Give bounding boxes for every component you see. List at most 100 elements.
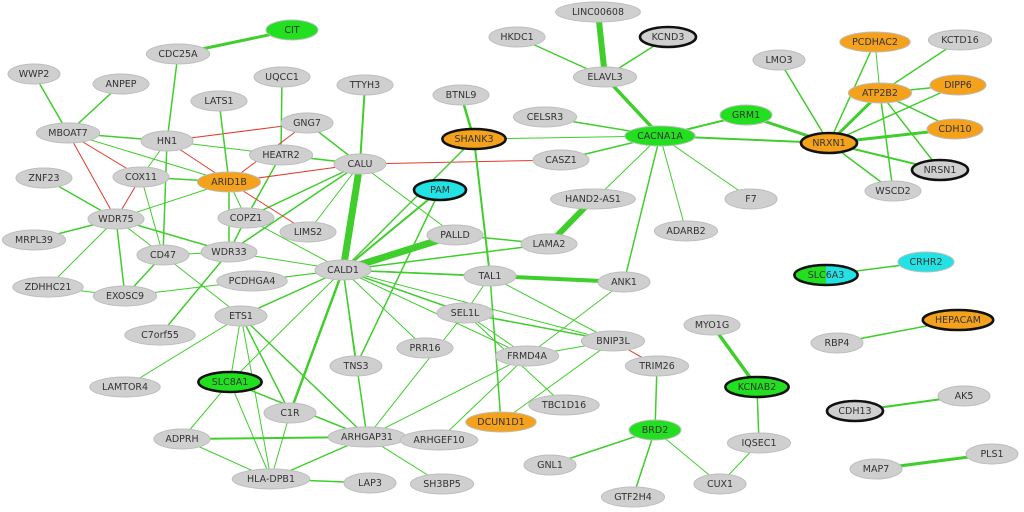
node-sh3bp5[interactable]: SH3BP5: [409, 473, 475, 495]
node-hand2-as1[interactable]: HAND2-AS1: [550, 188, 636, 210]
node-cdh13[interactable]: CDH13: [825, 399, 885, 423]
node-tal1[interactable]: TAL1: [463, 265, 517, 287]
node-c7orf55[interactable]: C7orf55: [124, 324, 196, 346]
node-wdr75[interactable]: WDR75: [87, 208, 145, 230]
node-uqcc1[interactable]: UQCC1: [253, 66, 311, 88]
node-label: PAM: [430, 185, 450, 196]
node-shape: [628, 419, 682, 441]
node-calu[interactable]: CALU: [333, 153, 387, 175]
node-kcnab2[interactable]: KCNAB2: [724, 375, 790, 399]
node-hkdc1[interactable]: HKDC1: [488, 26, 546, 48]
node-arhgef10[interactable]: ARHGEF10: [399, 429, 479, 451]
node-arhgap31[interactable]: ARHGAP31: [327, 426, 407, 448]
node-lims2[interactable]: LIMS2: [279, 221, 337, 243]
node-nrxn1[interactable]: NRXN1: [799, 131, 859, 155]
node-anpep[interactable]: ANPEP: [92, 73, 150, 95]
node-c1r[interactable]: C1R: [263, 402, 317, 424]
node-copz1[interactable]: COPZ1: [217, 207, 275, 229]
node-nrsn1[interactable]: NRSN1: [910, 158, 970, 182]
node-celsr3[interactable]: CELSR3: [512, 106, 578, 128]
node-wscd2[interactable]: WSCD2: [864, 180, 922, 202]
node-znf23[interactable]: ZNF23: [15, 167, 73, 189]
node-label: RBP4: [825, 338, 850, 349]
node-gtf2h4[interactable]: GTF2H4: [600, 486, 666, 508]
node-ank1[interactable]: ANK1: [597, 271, 651, 293]
node-tbc1d16[interactable]: TBC1D16: [528, 394, 600, 416]
node-elavl3[interactable]: ELAVL3: [572, 66, 638, 88]
node-pcdhga4[interactable]: PCDHGA4: [216, 270, 288, 292]
node-dipp6[interactable]: DIPP6: [929, 74, 987, 96]
node-frmd4a[interactable]: FRMD4A: [494, 345, 560, 367]
node-atp2b2[interactable]: ATP2B2: [847, 82, 913, 104]
node-rbp4[interactable]: RBP4: [810, 332, 864, 354]
node-label: ARHGEF10: [413, 435, 464, 446]
node-iqsec1[interactable]: IQSEC1: [726, 432, 792, 454]
node-pam[interactable]: PAM: [412, 178, 468, 202]
node-btnl9[interactable]: BTNL9: [432, 84, 490, 106]
node-heatr2[interactable]: HEATR2: [248, 144, 314, 166]
node-cacna1a[interactable]: CACNA1A: [624, 125, 696, 147]
node-cd47[interactable]: CD47: [136, 244, 190, 266]
node-ets1[interactable]: ETS1: [214, 305, 268, 327]
node-label: WSCD2: [875, 186, 910, 197]
node-dcun1d1[interactable]: DCUN1D1: [465, 411, 537, 433]
node-shape: [441, 127, 507, 151]
node-adprh[interactable]: ADPRH: [153, 428, 211, 450]
node-hla-dpb1[interactable]: HLA-DPB1: [231, 468, 311, 490]
node-sel1l[interactable]: SEL1L: [436, 302, 494, 324]
node-adarb2[interactable]: ADARB2: [653, 220, 719, 242]
node-gnl1[interactable]: GNL1: [523, 454, 577, 476]
node-shape: [488, 26, 546, 48]
node-lamtor4[interactable]: LAMTOR4: [89, 376, 161, 398]
edge-brd2-trim26: [654, 365, 658, 431]
node-cox11[interactable]: COX11: [112, 166, 170, 188]
edge-cald1-prr16: [342, 269, 426, 349]
edge-ttyh3-calu: [359, 84, 366, 165]
node-bnip3l[interactable]: BNIP3L: [580, 330, 646, 352]
node-shank3[interactable]: SHANK3: [441, 127, 507, 151]
node-pcdhac2[interactable]: PCDHAC2: [839, 31, 911, 53]
node-cdh10[interactable]: CDH10: [926, 118, 984, 140]
node-slc6a3[interactable]: SLC6A3: [793, 263, 859, 287]
node-mrpl39[interactable]: MRPL39: [1, 229, 67, 251]
node-label: BNIP3L: [596, 336, 630, 347]
node-cit[interactable]: CIT: [265, 19, 319, 41]
node-cux1[interactable]: CUX1: [693, 473, 747, 495]
node-wdr33[interactable]: WDR33: [200, 241, 258, 263]
node-exosc9[interactable]: EXOSC9: [92, 285, 158, 307]
node-palld[interactable]: PALLD: [426, 224, 484, 246]
node-cdc25a[interactable]: CDC25A: [145, 43, 211, 65]
node-kcnd3[interactable]: KCND3: [638, 25, 698, 49]
node-lats1[interactable]: LATS1: [190, 90, 248, 112]
node-wwp2[interactable]: WWP2: [7, 63, 61, 85]
node-gng7[interactable]: GNG7: [280, 112, 334, 134]
node-brd2[interactable]: BRD2: [628, 419, 682, 441]
node-lama2[interactable]: LAMA2: [520, 233, 578, 255]
node-hepacam[interactable]: HEPACAM: [921, 308, 995, 332]
node-prr16[interactable]: PRR16: [396, 337, 454, 359]
node-crhr2[interactable]: CRHR2: [897, 251, 955, 273]
node-zdhhc21[interactable]: ZDHHC21: [12, 276, 84, 298]
node-arid1b[interactable]: ARID1B: [196, 171, 262, 193]
node-casz1[interactable]: CASZ1: [532, 149, 590, 171]
node-slc8a1[interactable]: SLC8A1: [197, 370, 263, 394]
node-f7[interactable]: F7: [724, 188, 778, 210]
node-pls1[interactable]: PLS1: [965, 443, 1019, 465]
node-tns3[interactable]: TNS3: [329, 355, 383, 377]
node-label: GNL1: [537, 460, 563, 471]
node-myo1g[interactable]: MYO1G: [683, 314, 741, 336]
node-linc00608[interactable]: LINC00608: [555, 1, 641, 23]
node-cald1[interactable]: CALD1: [314, 259, 372, 281]
node-mboat7[interactable]: MBOAT7: [35, 122, 101, 144]
node-ttyh3[interactable]: TTYH3: [336, 74, 394, 96]
node-grm1[interactable]: GRM1: [719, 104, 773, 126]
node-lmo3[interactable]: LMO3: [752, 49, 806, 71]
node-kctd16[interactable]: KCTD16: [927, 29, 993, 51]
node-label: LAP3: [358, 478, 382, 489]
node-hn1[interactable]: HN1: [140, 130, 194, 152]
node-shape: [336, 74, 394, 96]
node-ak5[interactable]: AK5: [937, 385, 991, 407]
node-map7[interactable]: MAP7: [849, 458, 903, 480]
node-trim26[interactable]: TRIM26: [624, 355, 690, 377]
node-lap3[interactable]: LAP3: [343, 472, 397, 494]
